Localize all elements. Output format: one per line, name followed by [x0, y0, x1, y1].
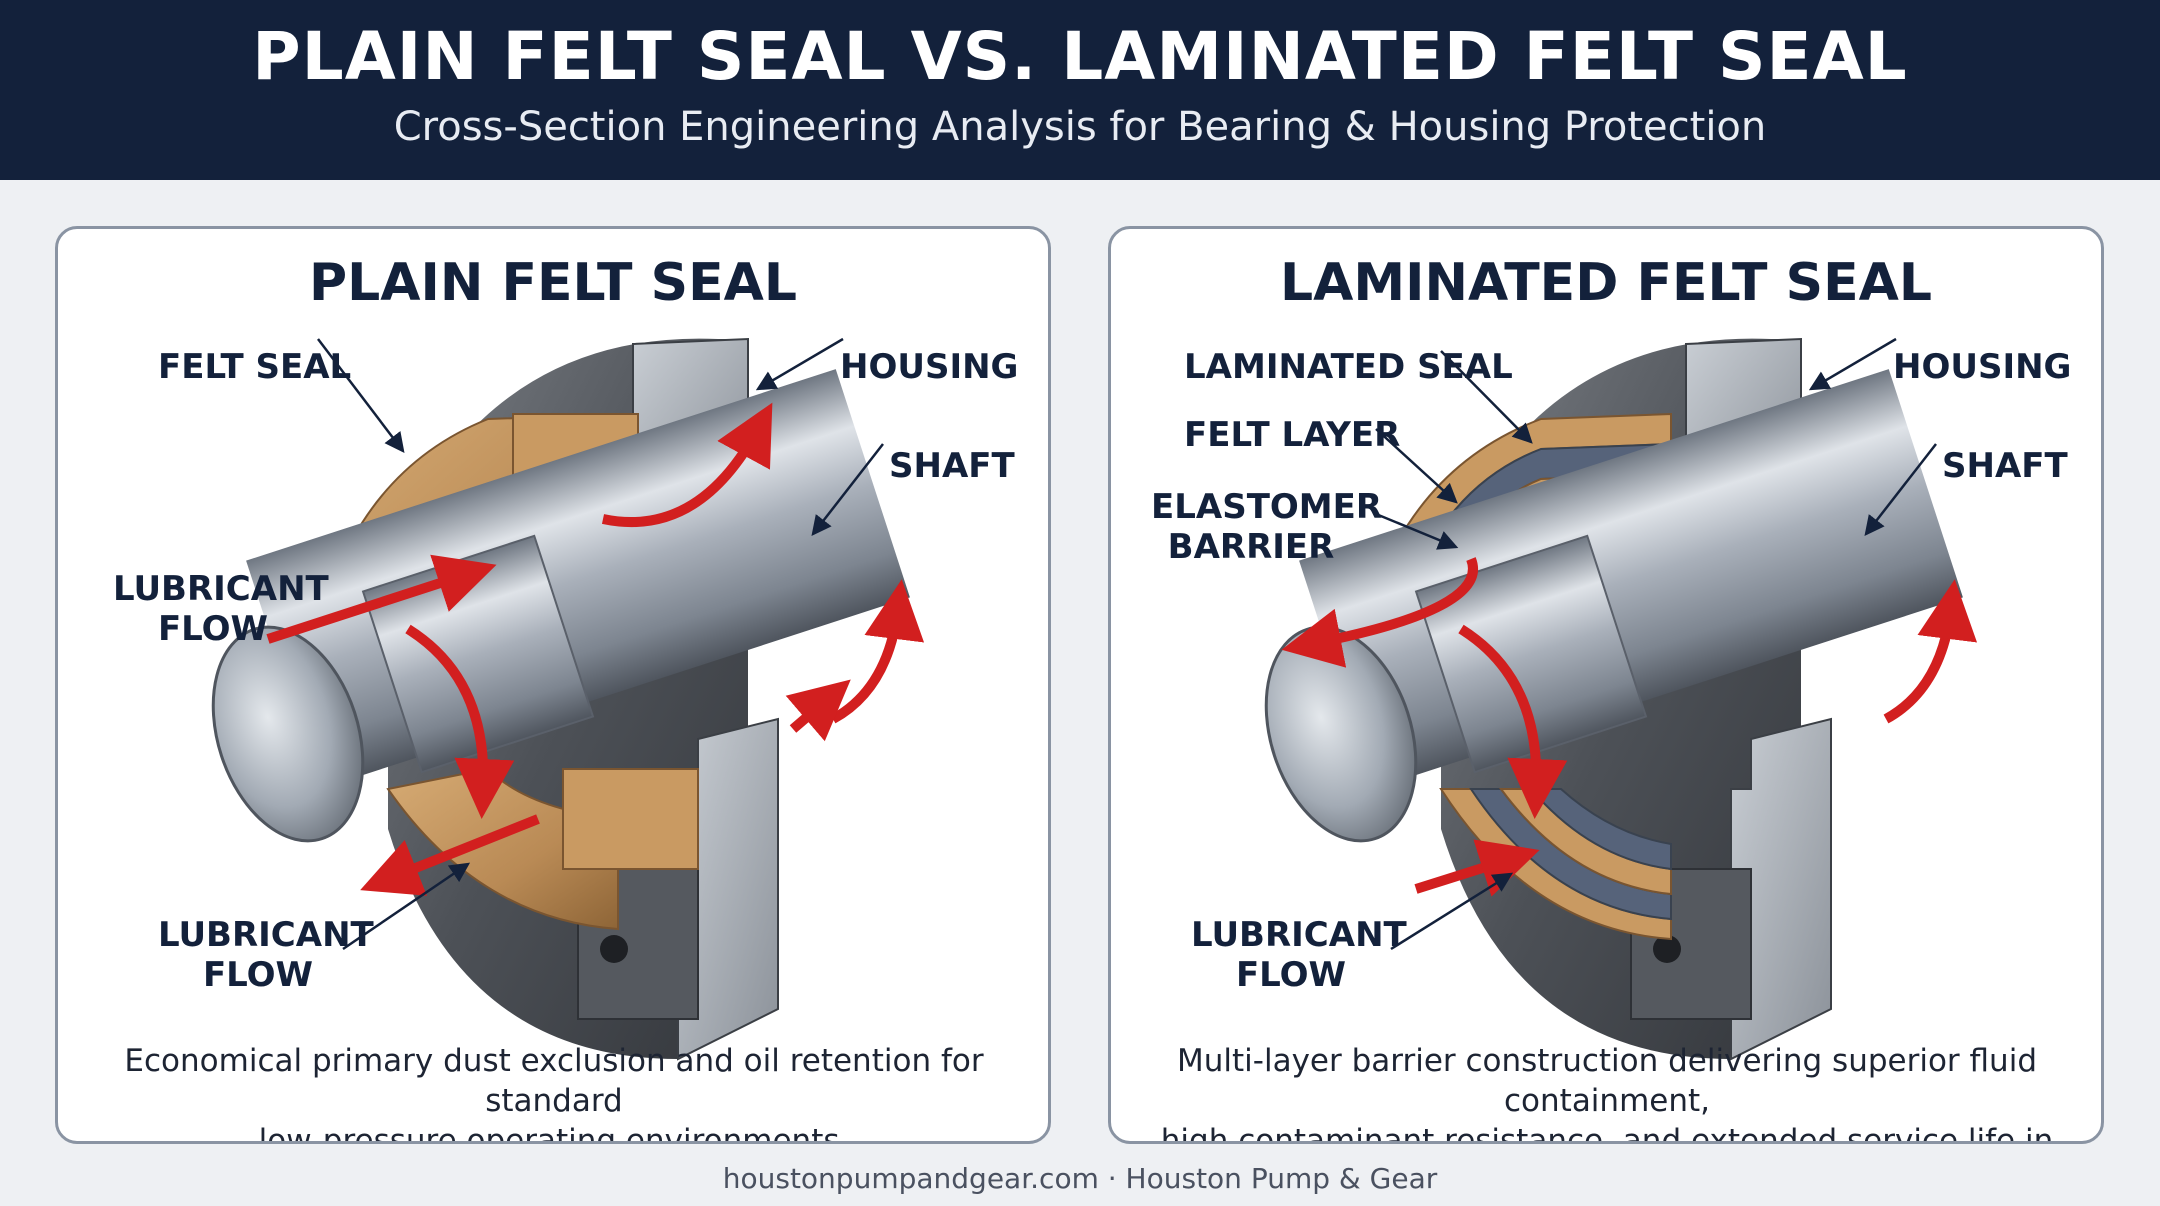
lubricant-arrow-top-right — [601, 402, 773, 528]
leader-elastomer-barrier — [1375, 512, 1459, 550]
plain-felt-seal-panel: PLAIN FELT SEAL FELT SEAL — [55, 226, 1051, 1144]
label-elastomer-barrier: ELASTOMER BARRIER — [1151, 487, 1383, 567]
laminated-felt-seal-panel: LAMINATED FELT SEAL LAMIN — [1108, 226, 2104, 1144]
shaft-collar — [1414, 534, 1648, 774]
label-felt-layer: FELT LAYER — [1184, 415, 1401, 455]
felt-block-bottom — [562, 768, 699, 870]
leader-housing — [755, 337, 844, 391]
lubricant-arrow-top-left — [266, 554, 497, 644]
laminated-seal-illustration — [1264, 337, 1978, 1061]
label-lubricant-flow: LUBRICANT FLOW — [1191, 915, 1407, 995]
plain-caption-line2: low-pressure operating environments. — [258, 1123, 850, 1144]
label-laminated-seal: LAMINATED SEAL — [1184, 347, 1513, 387]
label-shaft: SHAFT — [1942, 446, 2068, 486]
plain-seal-illustration — [211, 337, 925, 1061]
page-subtitle: Cross-Section Engineering Analysis for B… — [393, 104, 1767, 150]
header-banner: PLAIN FELT SEAL VS. LAMINATED FELT SEAL … — [0, 0, 2160, 180]
label-lubricant-line1: LUBRICANT — [1191, 915, 1407, 955]
lubricant-arrow-bottom — [1414, 839, 1540, 897]
label-lubricant-flow-top: LUBRICANT FLOW — [113, 569, 329, 649]
plain-panel-title: PLAIN FELT SEAL — [309, 253, 797, 313]
label-lubricant-flow-bottom: LUBRICANT FLOW — [158, 915, 374, 995]
label-felt-seal: FELT SEAL — [158, 347, 352, 387]
leader-lubricant — [1390, 872, 1514, 951]
leader-housing — [1808, 337, 1897, 391]
leader-felt-seal — [317, 338, 405, 453]
lubricant-arrow-mid-right — [785, 679, 851, 742]
label-shaft: SHAFT — [889, 446, 1015, 486]
laminated-panel-title: LAMINATED FELT SEAL — [1280, 253, 1932, 313]
leader-felt-layer — [1375, 428, 1458, 504]
footer-credit: houstonpumpandgear.com · Houston Pump & … — [722, 1162, 1438, 1195]
housing-bolt-hole-2 — [600, 935, 628, 963]
lubricant-arrow-top — [1281, 557, 1478, 668]
rotation-arrow — [405, 624, 515, 819]
label-lubricant-bottom-line2: FLOW — [202, 955, 314, 995]
label-lubricant-top-line1: LUBRICANT — [113, 569, 329, 609]
label-lubricant-bottom-line1: LUBRICANT — [158, 915, 374, 955]
leader-shaft — [1864, 443, 1937, 536]
rotation-arrow — [1458, 624, 1568, 819]
leader-laminated-seal — [1440, 350, 1533, 444]
plain-caption-line1: Economical primary dust exclusion and oi… — [124, 1043, 984, 1119]
shaft-end-face — [211, 625, 365, 843]
housing-bolt-hole — [1653, 935, 1681, 963]
label-lubricant-top-line2: FLOW — [157, 609, 269, 649]
lubricant-arrow-bottom — [360, 814, 540, 896]
lubricant-arrow-right — [830, 579, 925, 724]
label-housing: HOUSING — [840, 347, 1019, 387]
label-elastomer-line1: ELASTOMER — [1151, 487, 1383, 527]
label-elastomer-line2: BARRIER — [1167, 527, 1335, 567]
leader-lubricant-bottom — [342, 862, 471, 951]
laminated-caption-line1: Multi-layer barrier construction deliver… — [1177, 1043, 2037, 1119]
housing-bottom-block — [1730, 717, 1832, 1061]
laminated-caption: Multi-layer barrier construction deliver… — [1131, 1041, 2083, 1144]
label-housing: HOUSING — [1893, 347, 2072, 387]
page-title: PLAIN FELT SEAL VS. LAMINATED FELT SEAL — [252, 18, 1908, 95]
leader-shaft — [811, 443, 884, 536]
laminated-caption-line2: high contaminant resistance, and extende… — [1160, 1123, 2054, 1144]
lubricant-arrow-right — [1883, 579, 1978, 724]
label-lubricant-line2: FLOW — [1235, 955, 1347, 995]
plain-caption: Economical primary dust exclusion and oi… — [78, 1041, 1030, 1144]
